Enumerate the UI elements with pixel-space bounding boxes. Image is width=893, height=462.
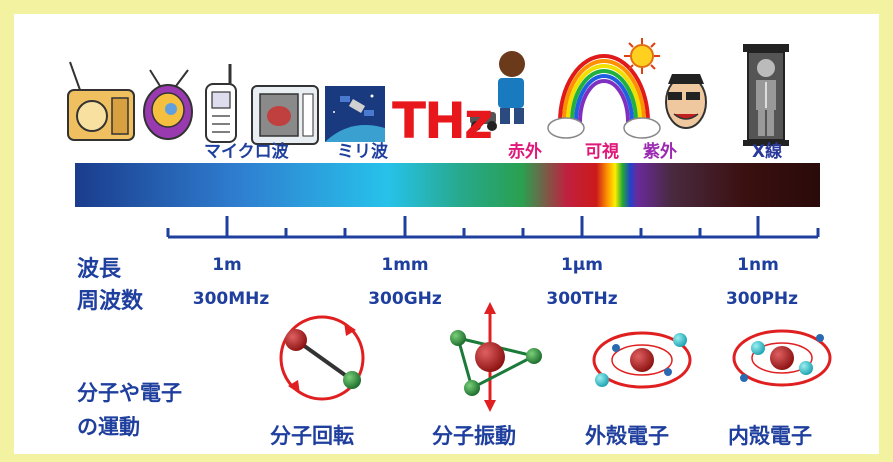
band-label-microwave: マイクロ波 (204, 142, 289, 162)
band-label-xray: X線 (752, 142, 783, 162)
sunglasses-face-icon (665, 74, 707, 129)
motion-heading-line2: の運動 (77, 415, 140, 439)
caption-molecular-rotation: 分子回転 (270, 424, 354, 448)
wavelength-heading: 波長 (77, 257, 122, 282)
frequency-value: 300MHz (192, 289, 270, 309)
mobile-phone-icon (205, 64, 237, 143)
child-toy-car-icon (470, 51, 525, 131)
caption-molecular-vibration: 分子振動 (432, 424, 516, 448)
caption-inner-electron: 内殻電子 (728, 424, 812, 448)
band-label-infrared: 赤外 (508, 142, 542, 162)
molecular-rotation-diagram (279, 315, 365, 401)
frequency-value: 300GHz (368, 289, 442, 309)
caption-outer-electron: 外殻電子 (585, 424, 669, 448)
rainbow-icon (547, 54, 661, 139)
spectrum-bar (75, 163, 820, 207)
band-label-ultraviolet: 紫外 (643, 142, 677, 162)
motion-heading-line1: 分子や電子 (77, 381, 182, 405)
xray-man-icon (743, 44, 789, 146)
molecular-vibration-diagram (450, 302, 542, 412)
sun-icon (624, 38, 660, 74)
wavelength-value: 1mm (381, 255, 429, 275)
television-icon (143, 69, 193, 140)
wavelength-value: 1μm (560, 255, 604, 275)
inner-electron-diagram (732, 329, 832, 387)
wavelength-value: 1nm (737, 255, 779, 275)
microwave-oven-icon (251, 85, 319, 145)
frequency-heading: 周波数 (77, 289, 144, 314)
scale-axis (166, 216, 820, 239)
outer-electron-diagram (592, 331, 692, 389)
thz-label: THz (392, 92, 493, 150)
wavelength-value: 1m (212, 255, 242, 275)
frequency-value: 300PHz (725, 289, 799, 309)
satellite-icon (325, 86, 385, 142)
frequency-value: 300THz (546, 289, 618, 309)
band-label-millimeter: ミリ波 (337, 142, 388, 162)
radio-icon (67, 61, 135, 141)
band-label-visible: 可視 (585, 142, 619, 162)
